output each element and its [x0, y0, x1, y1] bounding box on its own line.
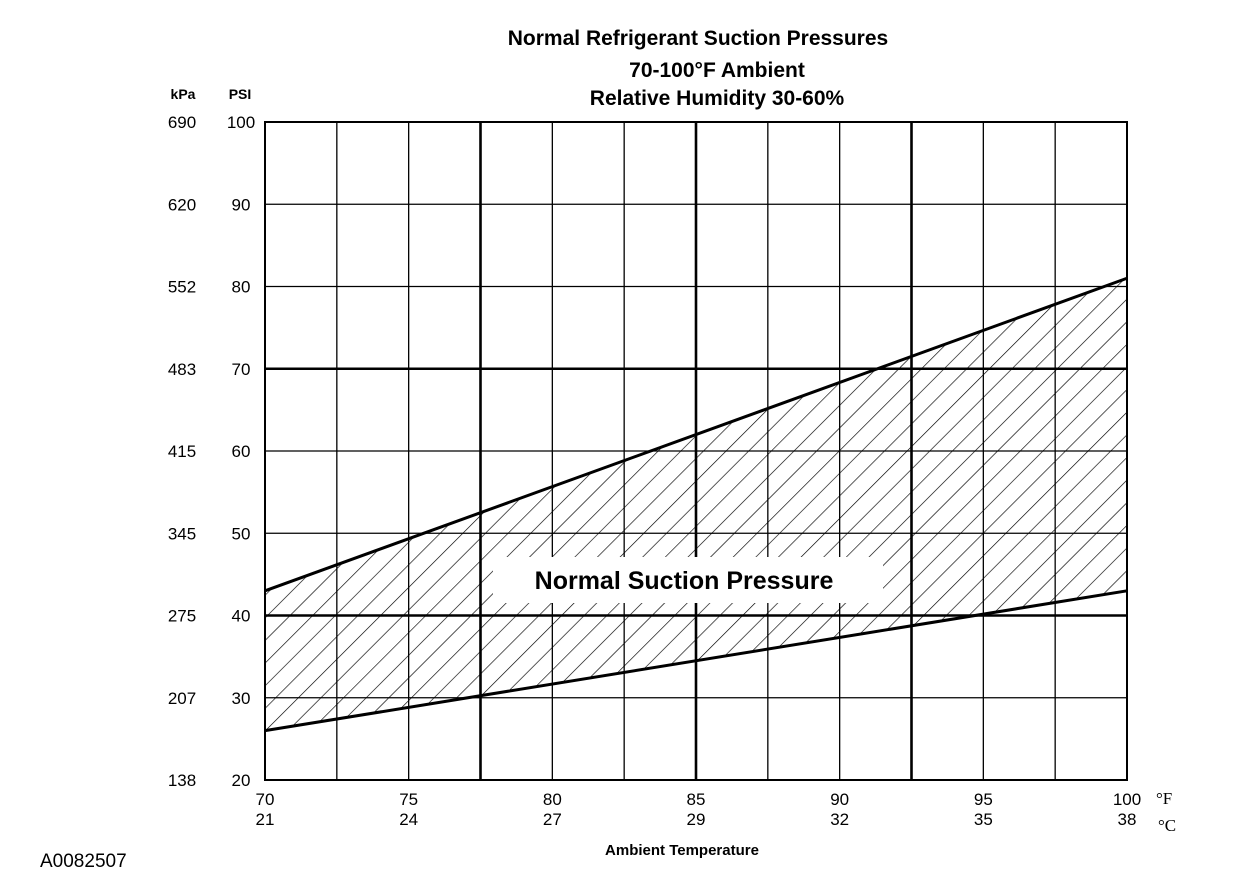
- figure-id: A0082507: [40, 851, 127, 872]
- y-tick-kpa: 690: [168, 113, 196, 132]
- chart-subtitle-line-2: Relative Humidity 30-60%: [590, 87, 845, 110]
- x-tick-fahrenheit: 100: [1113, 790, 1141, 809]
- y-tick-kpa: 483: [168, 360, 196, 379]
- band-hatch-fill: [265, 278, 1127, 731]
- x-tick-celsius: 32: [830, 810, 849, 829]
- y-tick-psi: 50: [232, 524, 251, 543]
- x-tick-celsius: 27: [543, 810, 562, 829]
- normal-pressure-band: [265, 278, 1127, 731]
- lower-limit-line: [264, 589, 1128, 733]
- y-tick-psi: 70: [232, 360, 251, 379]
- x-axis-label: Ambient Temperature: [605, 842, 759, 859]
- x-tick-fahrenheit: 80: [543, 790, 562, 809]
- upper-limit-line: [264, 276, 1128, 593]
- x-tick-celsius: 21: [256, 810, 275, 829]
- y-tick-psi: 40: [232, 607, 251, 626]
- plot-border: [264, 121, 1128, 781]
- x-tick-fahrenheit: 95: [974, 790, 993, 809]
- y-tick-kpa: 207: [168, 689, 196, 708]
- y-tick-kpa: 138: [168, 771, 196, 790]
- y-tick-psi: 30: [232, 689, 251, 708]
- y-tick-psi: 60: [232, 442, 251, 461]
- y-unit-kpa: kPa: [171, 86, 196, 102]
- x-unit-celsius: °C: [1158, 816, 1176, 835]
- y-tick-kpa: 552: [168, 278, 196, 297]
- x-tick-fahrenheit: 90: [830, 790, 849, 809]
- x-tick-celsius: 38: [1118, 810, 1137, 829]
- x-tick-fahrenheit: 75: [399, 790, 418, 809]
- x-tick-fahrenheit: 70: [256, 790, 275, 809]
- y-tick-psi: 90: [232, 195, 251, 214]
- band-label-background: [493, 557, 883, 603]
- x-unit-fahrenheit: °F: [1156, 789, 1172, 808]
- band-boundary-lines: [264, 276, 1128, 733]
- y-unit-psi: PSI: [229, 86, 252, 102]
- band-label: Normal Suction Pressure: [535, 567, 834, 595]
- x-tick-fahrenheit: 85: [687, 790, 706, 809]
- chart-subtitle-line-1: 70-100°F Ambient: [629, 59, 805, 82]
- x-tick-celsius: 29: [687, 810, 706, 829]
- y-tick-psi: 100: [227, 113, 255, 132]
- x-tick-celsius: 24: [399, 810, 418, 829]
- y-tick-kpa: 415: [168, 442, 196, 461]
- y-tick-kpa: 275: [168, 607, 196, 626]
- y-tick-kpa: 620: [168, 195, 196, 214]
- y-tick-kpa: 345: [168, 524, 196, 543]
- y-axis-ticks: 100 690 90 620 80 552 70 483 60 415 50 345 40 275 30 20…: [168, 113, 255, 790]
- y-tick-psi: 80: [232, 278, 251, 297]
- x-tick-celsius: 35: [974, 810, 993, 829]
- y-tick-psi: 20: [232, 771, 251, 790]
- chart-title: Normal Refrigerant Suction Pressures: [508, 27, 888, 50]
